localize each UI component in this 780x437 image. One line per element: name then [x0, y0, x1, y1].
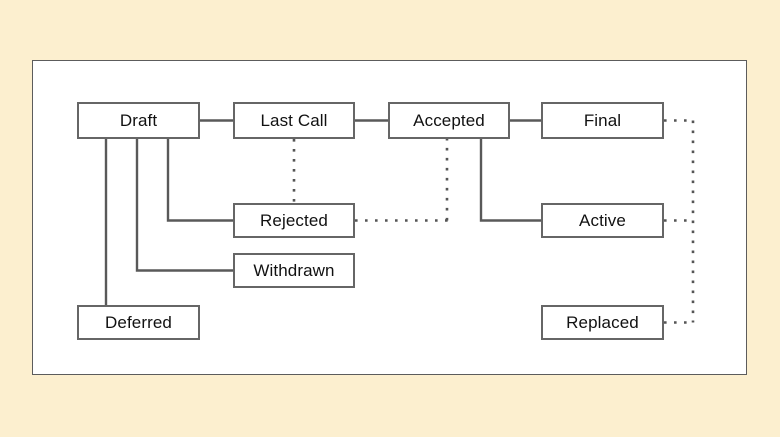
edge-accepted-active: [479, 139, 541, 222]
state-node-last_call[interactable]: Last Call: [233, 102, 355, 139]
state-node-withdrawn[interactable]: Withdrawn: [233, 253, 355, 288]
edge-draft-rejected: [166, 139, 233, 222]
state-node-final[interactable]: Final: [541, 102, 664, 139]
state-node-label: Active: [579, 211, 626, 230]
state-node-rejected[interactable]: Rejected: [233, 203, 355, 238]
state-node-label: Replaced: [566, 313, 639, 332]
state-node-label: Last Call: [260, 111, 328, 130]
state-node-label: Rejected: [260, 211, 328, 230]
state-node-active[interactable]: Active: [541, 203, 664, 238]
state-node-label: Draft: [119, 111, 158, 130]
state-node-label: Deferred: [105, 313, 172, 332]
state-node-label: Withdrawn: [253, 261, 335, 280]
state-node-draft[interactable]: Draft: [77, 102, 200, 139]
state-node-label: Final: [583, 111, 622, 130]
edge-draft-withdrawn: [135, 139, 233, 272]
state-node-deferred[interactable]: Deferred: [77, 305, 200, 340]
state-node-replaced[interactable]: Replaced: [541, 305, 664, 340]
state-node-label: Accepted: [413, 111, 485, 130]
state-node-accepted[interactable]: Accepted: [388, 102, 510, 139]
